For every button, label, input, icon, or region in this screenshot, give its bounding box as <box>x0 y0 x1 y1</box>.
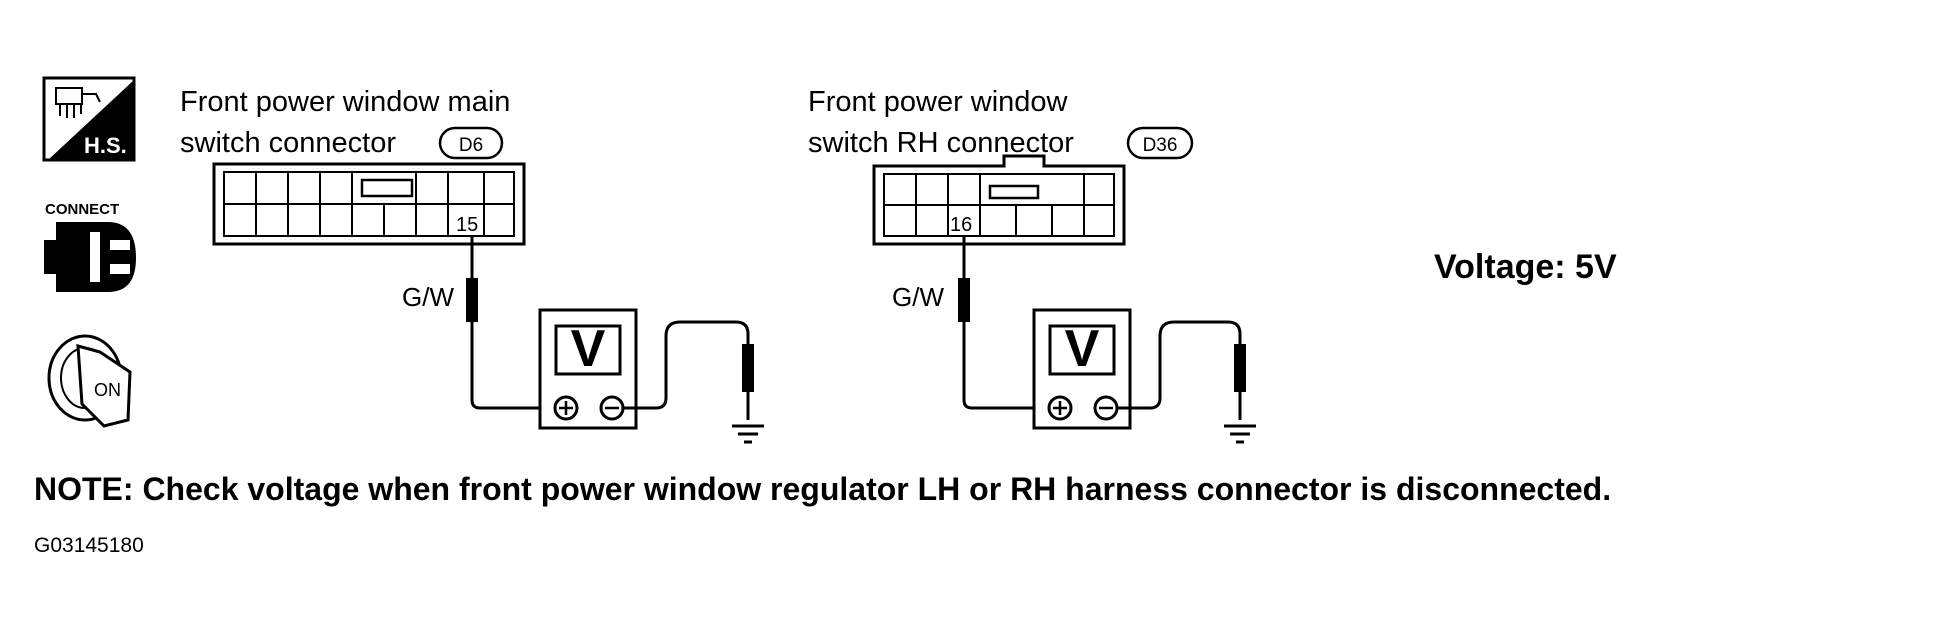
right-connector-body <box>872 154 1126 246</box>
note-text: NOTE: Check voltage when front power win… <box>34 471 1611 507</box>
figure-code: G03145180 <box>34 534 144 557</box>
right-meter-symbol: V <box>1065 320 1100 378</box>
left-connector-id: D6 <box>459 135 483 156</box>
harness-icon: H.S. <box>42 76 136 162</box>
harness-icon-label: H.S. <box>84 133 127 158</box>
left-connector-title-line2: switch connector <box>180 127 396 159</box>
connector-plug-icon: CONNECT <box>44 201 136 292</box>
right-connector-title-line1: Front power window <box>808 86 1069 118</box>
right-connector-pin: 16 <box>950 214 972 236</box>
connect-icon-label: CONNECT <box>45 201 119 218</box>
right-wire-color: G/W <box>892 282 944 312</box>
left-voltmeter: V <box>538 308 638 430</box>
right-ground-wire <box>1117 320 1256 444</box>
ignition-key-icon: ON <box>47 334 132 428</box>
left-connector-body <box>212 162 526 246</box>
left-connector-id-badge <box>438 126 504 160</box>
right-probe-wire <box>958 236 1046 410</box>
right-voltmeter: V <box>1032 308 1132 430</box>
ignition-icon-label: ON <box>94 380 121 400</box>
left-connector-pin: 15 <box>456 214 478 236</box>
right-connector-id-badge <box>1126 126 1194 160</box>
right-connector-id: D36 <box>1143 135 1178 156</box>
left-probe-wire <box>466 236 552 410</box>
voltage-spec: Voltage: 5V <box>1434 248 1617 286</box>
left-meter-symbol: V <box>571 320 606 378</box>
right-connector-title-line2: switch RH connector <box>808 127 1074 159</box>
left-connector-title-line1: Front power window main <box>180 86 510 118</box>
left-wire-color: G/W <box>402 282 454 312</box>
left-ground-wire <box>623 320 764 444</box>
